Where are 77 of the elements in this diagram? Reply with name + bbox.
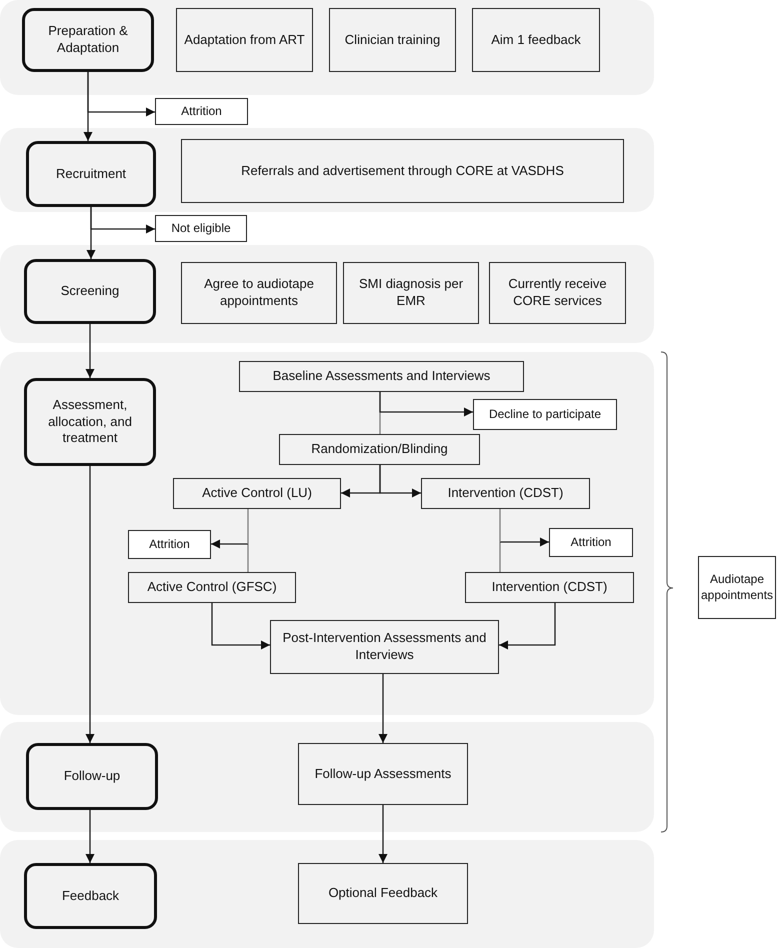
section-band bbox=[0, 0, 654, 95]
box-label: Follow-up Assessments bbox=[314, 766, 452, 782]
box-label: Recruitment bbox=[56, 166, 126, 182]
process-box bbox=[128, 572, 296, 603]
arrow bbox=[379, 392, 473, 416]
arrow bbox=[378, 674, 388, 743]
process-box bbox=[239, 361, 524, 392]
arrow bbox=[86, 810, 94, 863]
box-label: Currently receive CORE services bbox=[507, 276, 608, 310]
stage-box bbox=[24, 863, 157, 929]
stage-box bbox=[24, 259, 156, 324]
section-band bbox=[0, 840, 654, 948]
process-box bbox=[472, 8, 600, 72]
process-box bbox=[270, 620, 499, 674]
outcome-box bbox=[155, 215, 247, 242]
box-label: Attrition bbox=[181, 104, 222, 120]
process-box bbox=[329, 8, 456, 72]
box-label: Decline to participate bbox=[488, 406, 602, 422]
process-box bbox=[176, 8, 313, 72]
process-box bbox=[343, 262, 479, 324]
stage-box bbox=[26, 743, 158, 810]
box-label: Not eligible bbox=[171, 220, 231, 236]
arrow bbox=[86, 324, 94, 378]
box-label: Active Control (LU) bbox=[202, 485, 312, 502]
section-band bbox=[0, 722, 654, 832]
box-label: Aim 1 feedback bbox=[491, 32, 581, 48]
box-label: Optional Feedback bbox=[328, 885, 438, 902]
section-band bbox=[0, 128, 654, 212]
arrow bbox=[500, 538, 549, 546]
section-band bbox=[0, 352, 654, 715]
box-label: Active Control (GFSC) bbox=[147, 579, 277, 596]
box-label: Assessment, allocation, and treatment bbox=[47, 396, 133, 448]
box-label: Clinician training bbox=[344, 32, 440, 48]
outcome-box bbox=[549, 528, 633, 557]
box-label: Baseline Assessments and Interviews bbox=[272, 368, 490, 385]
process-box bbox=[173, 478, 341, 509]
stage-box bbox=[26, 141, 156, 207]
box-label: Preparation & Adaptation bbox=[47, 23, 129, 57]
box-label: Agree to audiotape appointments bbox=[203, 276, 315, 310]
arrow bbox=[86, 466, 94, 743]
box-label: Audiotape appointments bbox=[700, 572, 774, 604]
section-band bbox=[0, 245, 654, 343]
process-box bbox=[279, 434, 480, 465]
outcome-box bbox=[128, 530, 211, 559]
box-label: Post-Intervention Assessments and Interviews bbox=[282, 630, 488, 664]
arrow bbox=[378, 805, 388, 863]
process-box bbox=[298, 863, 468, 924]
stage-box bbox=[24, 378, 156, 466]
box-label: Screening bbox=[60, 283, 120, 300]
arrow bbox=[90, 207, 155, 234]
stage-box bbox=[22, 8, 154, 72]
arrow bbox=[211, 603, 270, 650]
process-box bbox=[465, 572, 634, 603]
outcome-box bbox=[473, 399, 617, 430]
box-label: Adaptation from ART bbox=[184, 32, 305, 48]
connector-line bbox=[247, 509, 249, 544]
box-label: Referrals and advertisement through CORE at VASDHS bbox=[241, 162, 564, 180]
box-label: Intervention (CDST) bbox=[492, 579, 608, 596]
process-box bbox=[421, 478, 590, 509]
process-box bbox=[298, 743, 468, 805]
box-label: Randomization/Blinding bbox=[311, 441, 448, 458]
box-label: Attrition bbox=[149, 536, 190, 552]
process-box bbox=[181, 139, 624, 203]
arrow bbox=[499, 603, 556, 650]
box-label: Intervention (CDST) bbox=[448, 485, 564, 502]
box-label: SMI diagnosis per EMR bbox=[358, 276, 464, 310]
box-label: Attrition bbox=[570, 534, 612, 550]
box-label: Feedback bbox=[62, 888, 120, 904]
connector-line bbox=[499, 509, 501, 542]
arrow bbox=[211, 540, 248, 548]
box-label: Follow-up bbox=[64, 768, 120, 785]
arrow bbox=[379, 465, 421, 498]
outcome-box bbox=[155, 98, 248, 125]
process-box bbox=[181, 262, 337, 324]
outcome-box bbox=[698, 556, 776, 619]
process-box bbox=[489, 262, 626, 324]
arrow bbox=[87, 72, 155, 116]
